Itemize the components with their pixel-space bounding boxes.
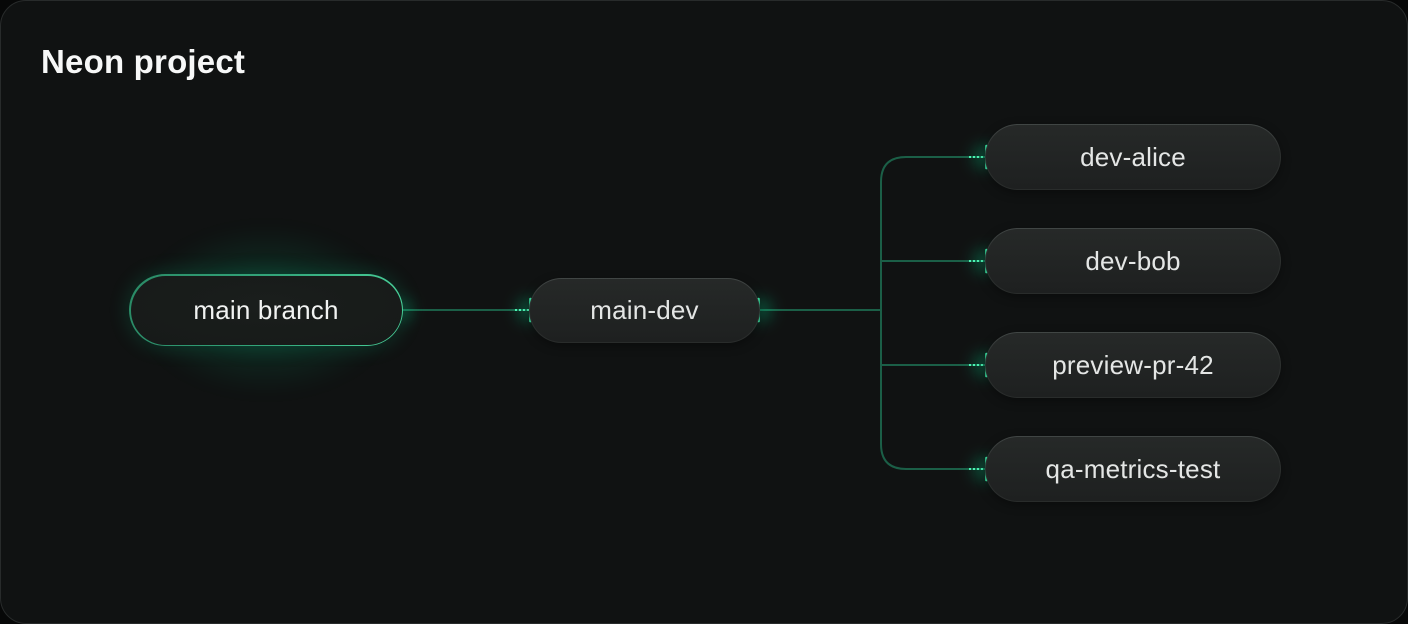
node-main-branch[interactable]: main branch <box>129 274 403 346</box>
edge-trunk-to-dev-alice <box>880 156 985 310</box>
node-preview-pr-42-label: preview-pr-42 <box>986 333 1280 397</box>
node-dev-bob-label: dev-bob <box>986 229 1280 293</box>
node-main-dev-label: main-dev <box>530 279 759 342</box>
node-dev-bob[interactable]: dev-bob <box>985 228 1281 294</box>
node-main-dev[interactable]: main-dev <box>529 278 760 343</box>
node-dev-alice[interactable]: dev-alice <box>985 124 1281 190</box>
page-title: Neon project <box>41 43 246 80</box>
node-main-branch-label: main branch <box>130 275 402 345</box>
node-qa-metrics-test-label: qa-metrics-test <box>986 437 1280 501</box>
edge-trunk-to-qa-metrics-test <box>880 310 985 470</box>
node-dev-alice-label: dev-alice <box>986 125 1280 189</box>
node-preview-pr-42[interactable]: preview-pr-42 <box>985 332 1281 398</box>
node-qa-metrics-test[interactable]: qa-metrics-test <box>985 436 1281 502</box>
